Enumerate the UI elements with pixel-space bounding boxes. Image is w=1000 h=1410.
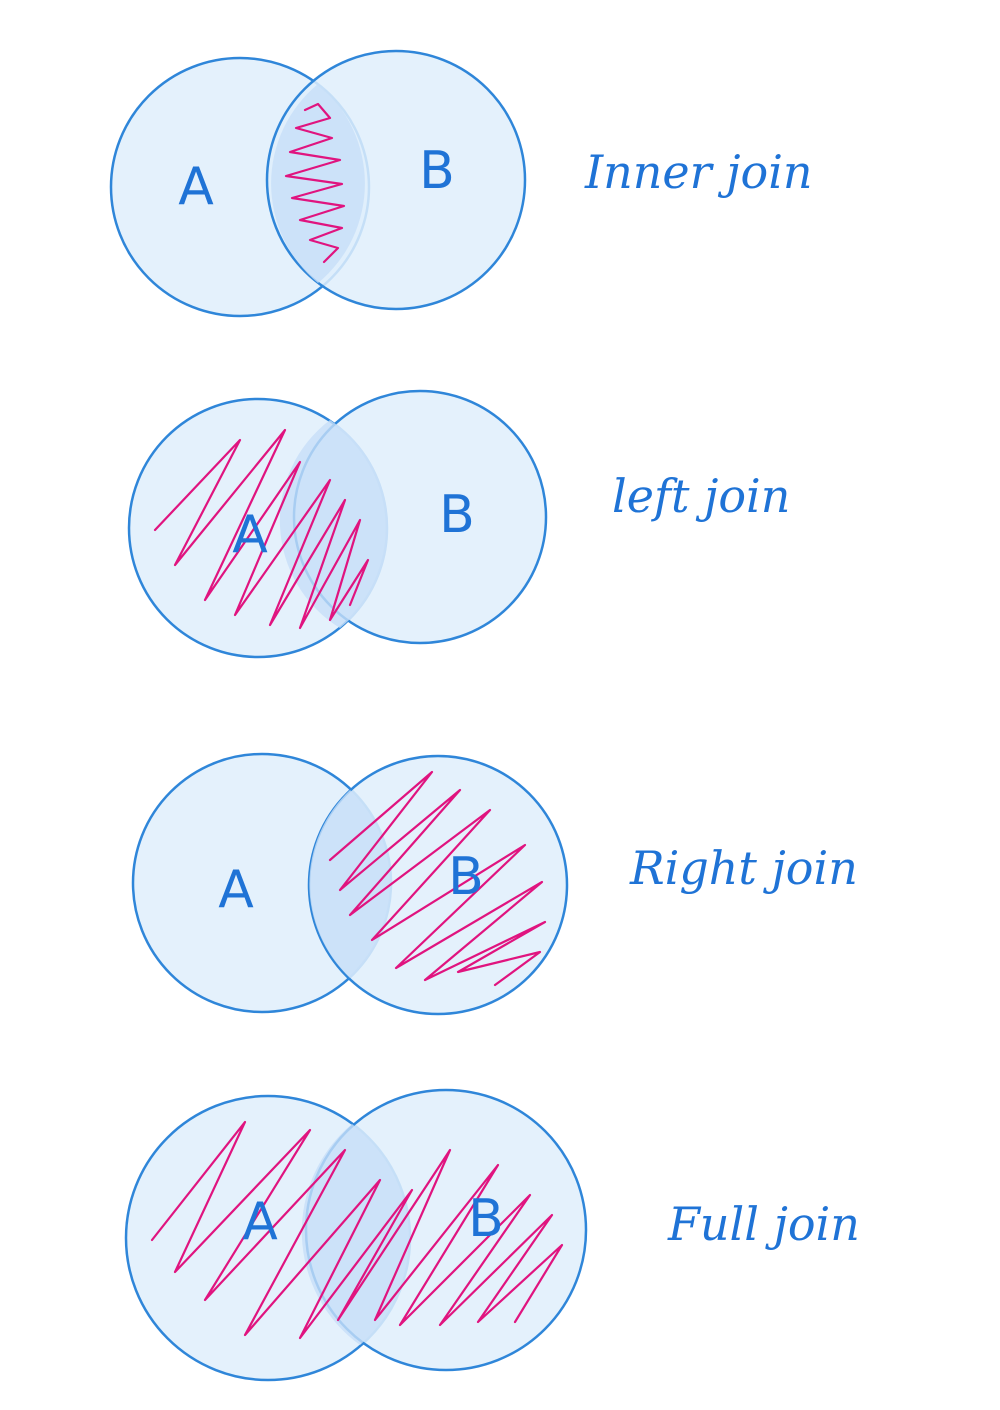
intersection-region	[271, 84, 365, 283]
set-a-label: A	[232, 505, 268, 565]
set-b-label: B	[468, 1189, 504, 1249]
join-type-title: Inner join	[584, 145, 813, 199]
shading-left-set	[153, 428, 370, 630]
venn-full-join: A B Full join	[124, 1088, 860, 1382]
set-b-label: B	[439, 485, 475, 545]
venn-inner-join: A B Inner join	[109, 49, 813, 318]
set-a-label: A	[178, 157, 214, 217]
shading-intersection	[284, 102, 346, 264]
set-a-label: A	[242, 1192, 278, 1252]
join-type-title: Right join	[629, 841, 858, 895]
shading-full-union	[150, 1120, 564, 1340]
venn-left-join: A B left join	[127, 389, 790, 659]
join-type-title: left join	[612, 469, 790, 523]
set-b-label: B	[419, 141, 455, 201]
venn-right-join: A B Right join	[131, 752, 858, 1016]
shading-right-set	[328, 770, 547, 987]
intersection-region	[309, 790, 391, 978]
set-b-label: B	[448, 847, 484, 907]
join-type-title: Full join	[667, 1197, 860, 1251]
set-a-label: A	[218, 860, 254, 920]
